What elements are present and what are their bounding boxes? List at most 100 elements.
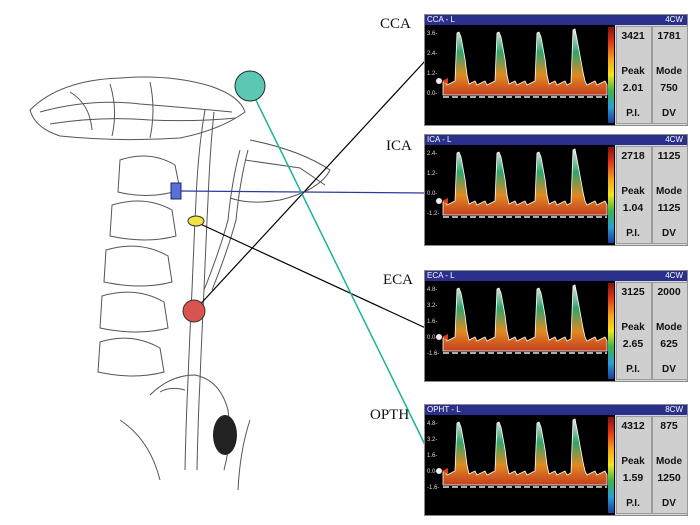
label-eca: ECA <box>383 272 413 288</box>
value-top-left: 4312 <box>621 420 645 432</box>
gate-marker-icon <box>436 198 442 204</box>
spectral-envelope <box>442 148 608 216</box>
caption-dv: DV <box>662 364 676 375</box>
cca-marker <box>182 299 206 323</box>
panel-title: ICA - L <box>427 135 452 144</box>
value-bottom-left: 2.01 <box>622 82 644 94</box>
doppler-panel-eca: ECA - L 4CW 4.8- 3.2- 1.6- 0.0- -1.6- 3125 2… <box>424 270 688 382</box>
value-top-left: 3421 <box>621 30 645 42</box>
waveform-svg: 4.8- 3.2- 1.6- 0.0- -1.6- <box>427 284 608 357</box>
value-bottom-right: 1250 <box>657 472 681 484</box>
caption-peak: Peak <box>621 66 645 77</box>
waveform-svg: 2.4-1.2-0.0--1.2- <box>427 148 608 218</box>
caption-mode: Mode <box>655 186 683 197</box>
spectral-waveform: 4.8-3.2-1.6-0.0--1.6- <box>425 415 615 515</box>
scale-label: 0.0- <box>427 91 437 97</box>
scale-label: 2.4- <box>427 51 437 57</box>
panel-title: OPHT - L <box>427 405 461 414</box>
value-bottom-left: 2.65 <box>622 338 644 350</box>
scale-label: -1.2- <box>427 211 439 217</box>
gate-arrow-icon <box>442 334 448 340</box>
caption-mode: Mode <box>655 66 683 77</box>
connector-cca <box>193 59 427 312</box>
opth-marker <box>234 70 266 102</box>
caption-mode: Mode <box>655 456 683 467</box>
caption-pi: P.I. <box>626 108 640 119</box>
value-top-right: 1781 <box>657 30 681 42</box>
scale-label: 4.8- <box>427 287 437 293</box>
panel-mode: 8CW <box>665 405 683 414</box>
color-scale-bar <box>608 147 614 243</box>
doppler-panel-cca: CCA - L 4CW 3.6-2.4-1.2-0.0- 3421 1781 P… <box>424 14 688 126</box>
panel-readout: 3421 1781 Peak Mode 2.01 750 P.I. DV <box>616 26 688 124</box>
connector-ica <box>179 190 427 194</box>
connector-opth <box>249 87 435 464</box>
spectral-envelope <box>442 418 608 486</box>
doppler-panel-opth: OPHT - L 8CW 4.8-3.2-1.6-0.0--1.6- 4312 … <box>424 404 688 516</box>
value-bottom-right: 750 <box>660 82 678 94</box>
panel-mode: 4CW <box>665 271 683 280</box>
value-top-left: 2718 <box>621 150 645 162</box>
scale-label: 0.0- <box>427 335 437 341</box>
panel-titlebar: OPHT - L 8CW <box>425 405 687 415</box>
value-top-right: 875 <box>660 420 678 432</box>
scale-label: 3.2- <box>427 303 437 309</box>
scale-label: 0.0- <box>427 469 437 475</box>
label-ica: ICA <box>386 138 412 154</box>
caption-peak: Peak <box>621 186 645 197</box>
color-scale-bar <box>608 417 614 513</box>
caption-pi: P.I. <box>626 364 640 375</box>
value-bottom-left: 1.59 <box>622 472 644 484</box>
spectral-waveform: 3.6-2.4-1.2-0.0- <box>425 25 615 125</box>
scale-label: -1.6- <box>427 351 439 357</box>
caption-dv: DV <box>662 228 676 239</box>
spectral-waveform: 4.8- 3.2- 1.6- 0.0- -1.6- <box>425 281 615 381</box>
gate-marker-icon <box>436 334 442 340</box>
spectral-envelope <box>442 28 608 96</box>
panel-title: CCA - L <box>427 15 456 24</box>
gate-marker-icon <box>436 78 442 84</box>
value-top-left: 3125 <box>621 286 645 298</box>
caption-peak: Peak <box>621 322 645 333</box>
scale-label: -1.6- <box>427 485 439 491</box>
waveform-svg: 4.8-3.2-1.6-0.0--1.6- <box>427 418 608 491</box>
value-top-right: 2000 <box>657 286 681 298</box>
panel-mode: 4CW <box>665 15 683 24</box>
color-scale-bar <box>608 27 614 123</box>
panel-title: ECA - L <box>427 271 455 280</box>
panel-readout: 3125 2000 Peak Mode 2.65 625 P.I. DV <box>616 282 688 380</box>
panel-titlebar: CCA - L 4CW <box>425 15 687 25</box>
aortic-arch-shade <box>213 415 237 455</box>
panel-readout: 2718 1125 Peak Mode 1.04 1125 P.I. DV <box>616 146 688 244</box>
doppler-panel-ica: ICA - L 4CW 2.4-1.2-0.0--1.2- 2718 1125 … <box>424 134 688 246</box>
scale-label: 0.0- <box>427 191 437 197</box>
waveform-svg: 3.6-2.4-1.2-0.0- <box>427 28 608 98</box>
caption-dv: DV <box>662 498 676 509</box>
value-bottom-right: 625 <box>660 338 678 350</box>
scale-label: 4.8- <box>427 421 437 427</box>
gate-arrow-icon <box>442 78 448 84</box>
panel-mode: 4CW <box>665 135 683 144</box>
scale-label: 1.6- <box>427 319 437 325</box>
spectral-waveform: 2.4-1.2-0.0--1.2- <box>425 145 615 245</box>
caption-dv: DV <box>662 108 676 119</box>
value-bottom-left: 1.04 <box>622 202 644 214</box>
panel-readout: 4312 875 Peak Mode 1.59 1250 P.I. DV <box>616 416 688 514</box>
caption-pi: P.I. <box>626 498 640 509</box>
panel-titlebar: ICA - L 4CW <box>425 135 687 145</box>
gate-arrow-icon <box>442 468 448 474</box>
color-scale-bar <box>608 283 614 379</box>
gate-marker-icon <box>436 468 442 474</box>
caption-peak: Peak <box>621 456 645 467</box>
scale-label: 1.6- <box>427 453 437 459</box>
scale-label: 1.2- <box>427 71 437 77</box>
eca-marker <box>187 215 205 227</box>
label-cca: CCA <box>380 16 411 32</box>
ica-marker <box>170 182 182 200</box>
caption-mode: Mode <box>655 322 683 333</box>
scale-label: 2.4- <box>427 151 437 157</box>
caption-pi: P.I. <box>626 228 640 239</box>
panel-titlebar: ECA - L 4CW <box>425 271 687 281</box>
